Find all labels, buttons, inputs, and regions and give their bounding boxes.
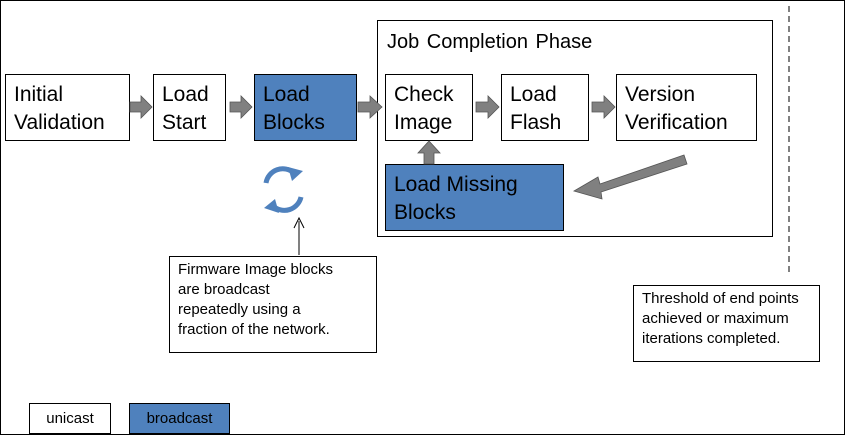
arrow-initial-to-load-start	[129, 95, 153, 119]
step-load-missing-blocks: Load Missing Blocks	[385, 164, 564, 231]
phase-title: Job Completion Phase	[387, 31, 593, 53]
step-label: Initial Validation	[14, 83, 105, 134]
step-label: Version Verification	[625, 83, 728, 134]
step-label: Check Image	[394, 83, 454, 134]
note-pointer-arrowhead	[293, 216, 305, 229]
step-label: Load Missing Blocks	[394, 173, 518, 224]
legend-broadcast: broadcast	[129, 403, 230, 434]
step-version-verification: Version Verification	[616, 74, 757, 141]
step-label: Load Start	[162, 83, 209, 134]
step-label: Load Flash	[510, 83, 562, 134]
step-load-flash: Load Flash	[501, 74, 589, 141]
step-label: Load Blocks	[263, 83, 325, 134]
step-load-blocks: Load Blocks	[254, 74, 357, 141]
broadcast-note: Firmware Image blocks are broadcast repe…	[169, 256, 377, 353]
refresh-cycle-icon	[263, 166, 304, 213]
step-check-image: Check Image	[385, 74, 473, 141]
threshold-note: Threshold of end points achieved or maxi…	[633, 285, 820, 362]
arrow-load-start-to-load-blocks	[229, 95, 253, 119]
legend-unicast: unicast	[29, 403, 111, 434]
job-completion-phase-group: Job Completion Phase	[377, 20, 773, 237]
step-initial-validation: Initial Validation	[5, 74, 130, 141]
step-load-start: Load Start	[153, 74, 226, 141]
